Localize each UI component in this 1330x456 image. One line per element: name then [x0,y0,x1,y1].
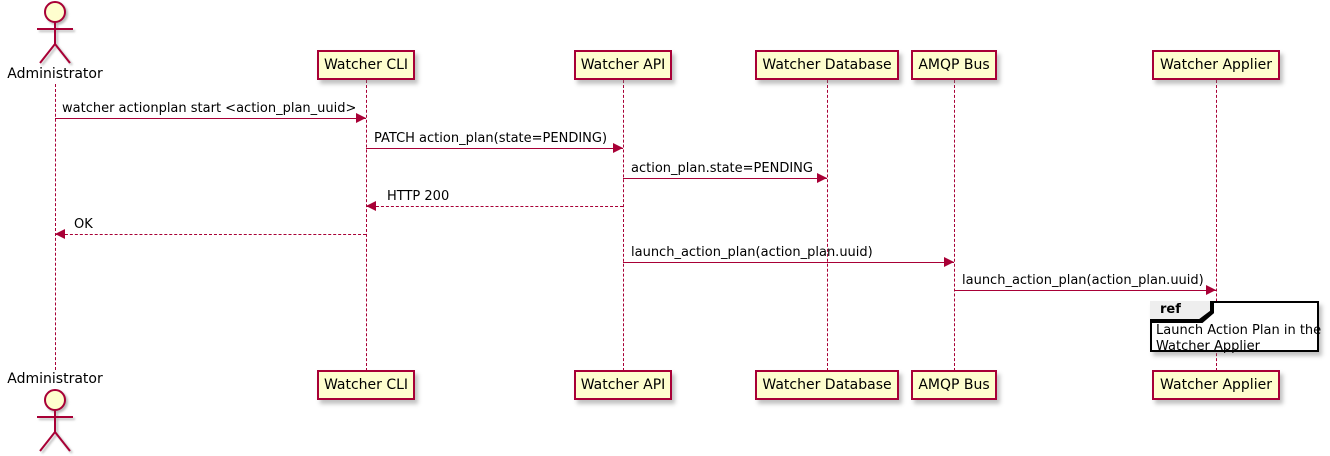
message-4-arrow [366,206,623,207]
message-3-arrow [623,178,827,179]
lifeline-administrator [55,84,56,370]
participant-label: Watcher CLI [323,57,409,73]
message-6-arrow [623,262,954,263]
ref-fragment: ref Launch Action Plan in the Watcher Ap… [1150,301,1321,355]
participant-watcher-applier-bottom: Watcher Applier [1152,370,1280,400]
actor-icon [37,1,73,64]
ref-tab: ref [1150,301,1214,323]
ref-keyword: ref [1150,301,1210,319]
message-3-label: action_plan.state=PENDING [631,161,813,176]
message-1-label: watcher actionplan start <action_plan_uu… [62,101,357,116]
participant-watcher-database-top: Watcher Database [755,50,899,80]
ref-text-line-2: Watcher Applier [1156,339,1260,354]
message-4-label: HTTP 200 [387,189,450,204]
lifeline-watcher-api [623,80,624,371]
participant-label: Watcher API [580,377,666,393]
arrowhead-icon [366,201,376,211]
message-2-label: PATCH action_plan(state=PENDING) [374,131,608,146]
participant-label: Watcher Applier [1160,377,1272,393]
actor-label-bottom: Administrator [7,371,103,387]
participant-watcher-api-top: Watcher API [574,50,672,80]
message-1-arrow [55,118,366,119]
message-5-label: OK [74,217,93,232]
participant-label: AMQP Bus [918,57,990,73]
arrowhead-icon [944,257,954,267]
ref-fragment-text: Launch Action Plan in the Watcher Applie… [1156,323,1321,355]
participant-watcher-database-bottom: Watcher Database [755,370,899,400]
lifeline-watcher-cli [366,80,367,371]
participant-label: AMQP Bus [918,377,990,393]
participant-watcher-cli-bottom: Watcher CLI [317,370,415,400]
participant-label: Watcher CLI [323,377,409,393]
message-6-label: launch_action_plan(action_plan.uuid) [631,245,873,260]
lifeline-watcher-database [827,80,828,371]
actor-label-top: Administrator [7,66,103,82]
message-5-arrow [55,234,366,235]
participant-label: Watcher Database [762,57,892,73]
participant-label: Watcher API [580,57,666,73]
participant-amqp-bus-top: AMQP Bus [911,50,997,80]
arrowhead-icon [55,229,65,239]
participant-label: Watcher Applier [1160,57,1272,73]
actor-icon [37,389,73,452]
participant-label: Watcher Database [762,377,892,393]
participant-amqp-bus-bottom: AMQP Bus [911,370,997,400]
arrowhead-icon [1206,285,1216,295]
lifeline-amqp-bus [954,80,955,371]
message-7-arrow [954,290,1216,291]
lifeline-watcher-applier [1216,80,1217,371]
message-2-arrow [366,148,623,149]
participant-watcher-cli-top: Watcher CLI [317,50,415,80]
participant-watcher-applier-top: Watcher Applier [1152,50,1280,80]
arrowhead-icon [613,143,623,153]
message-7-label: launch_action_plan(action_plan.uuid) [962,273,1204,288]
arrowhead-icon [356,113,366,123]
ref-text-line-1: Launch Action Plan in the [1156,323,1322,338]
participant-watcher-api-bottom: Watcher API [574,370,672,400]
arrowhead-icon [817,173,827,183]
